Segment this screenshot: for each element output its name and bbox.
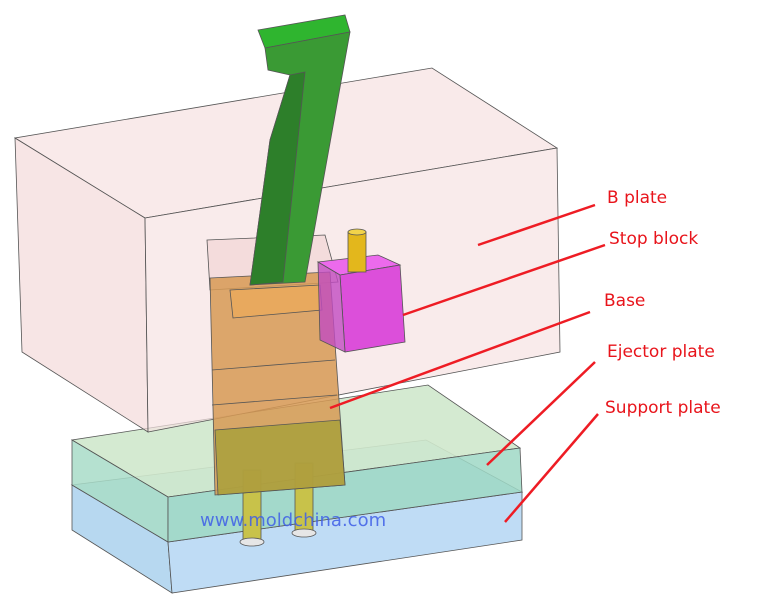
leader-lines [329, 203, 606, 523]
label-base: Base [604, 291, 646, 311]
leader-b-plate [477, 203, 596, 247]
label-b-plate: B plate [607, 188, 668, 208]
label-stop-block: Stop block [609, 229, 699, 249]
leader-ejector-plate [486, 361, 596, 466]
lifter [249, 14, 351, 286]
leader-stop-block [402, 243, 606, 317]
stop-block [316, 228, 406, 353]
label-ejector-plate: Ejector plate [607, 342, 715, 362]
label-support-plate: Support plate [605, 398, 721, 418]
watermark: www.moldchina.com [200, 510, 387, 531]
leader-support-plate [504, 413, 599, 523]
leader-base [329, 310, 591, 410]
